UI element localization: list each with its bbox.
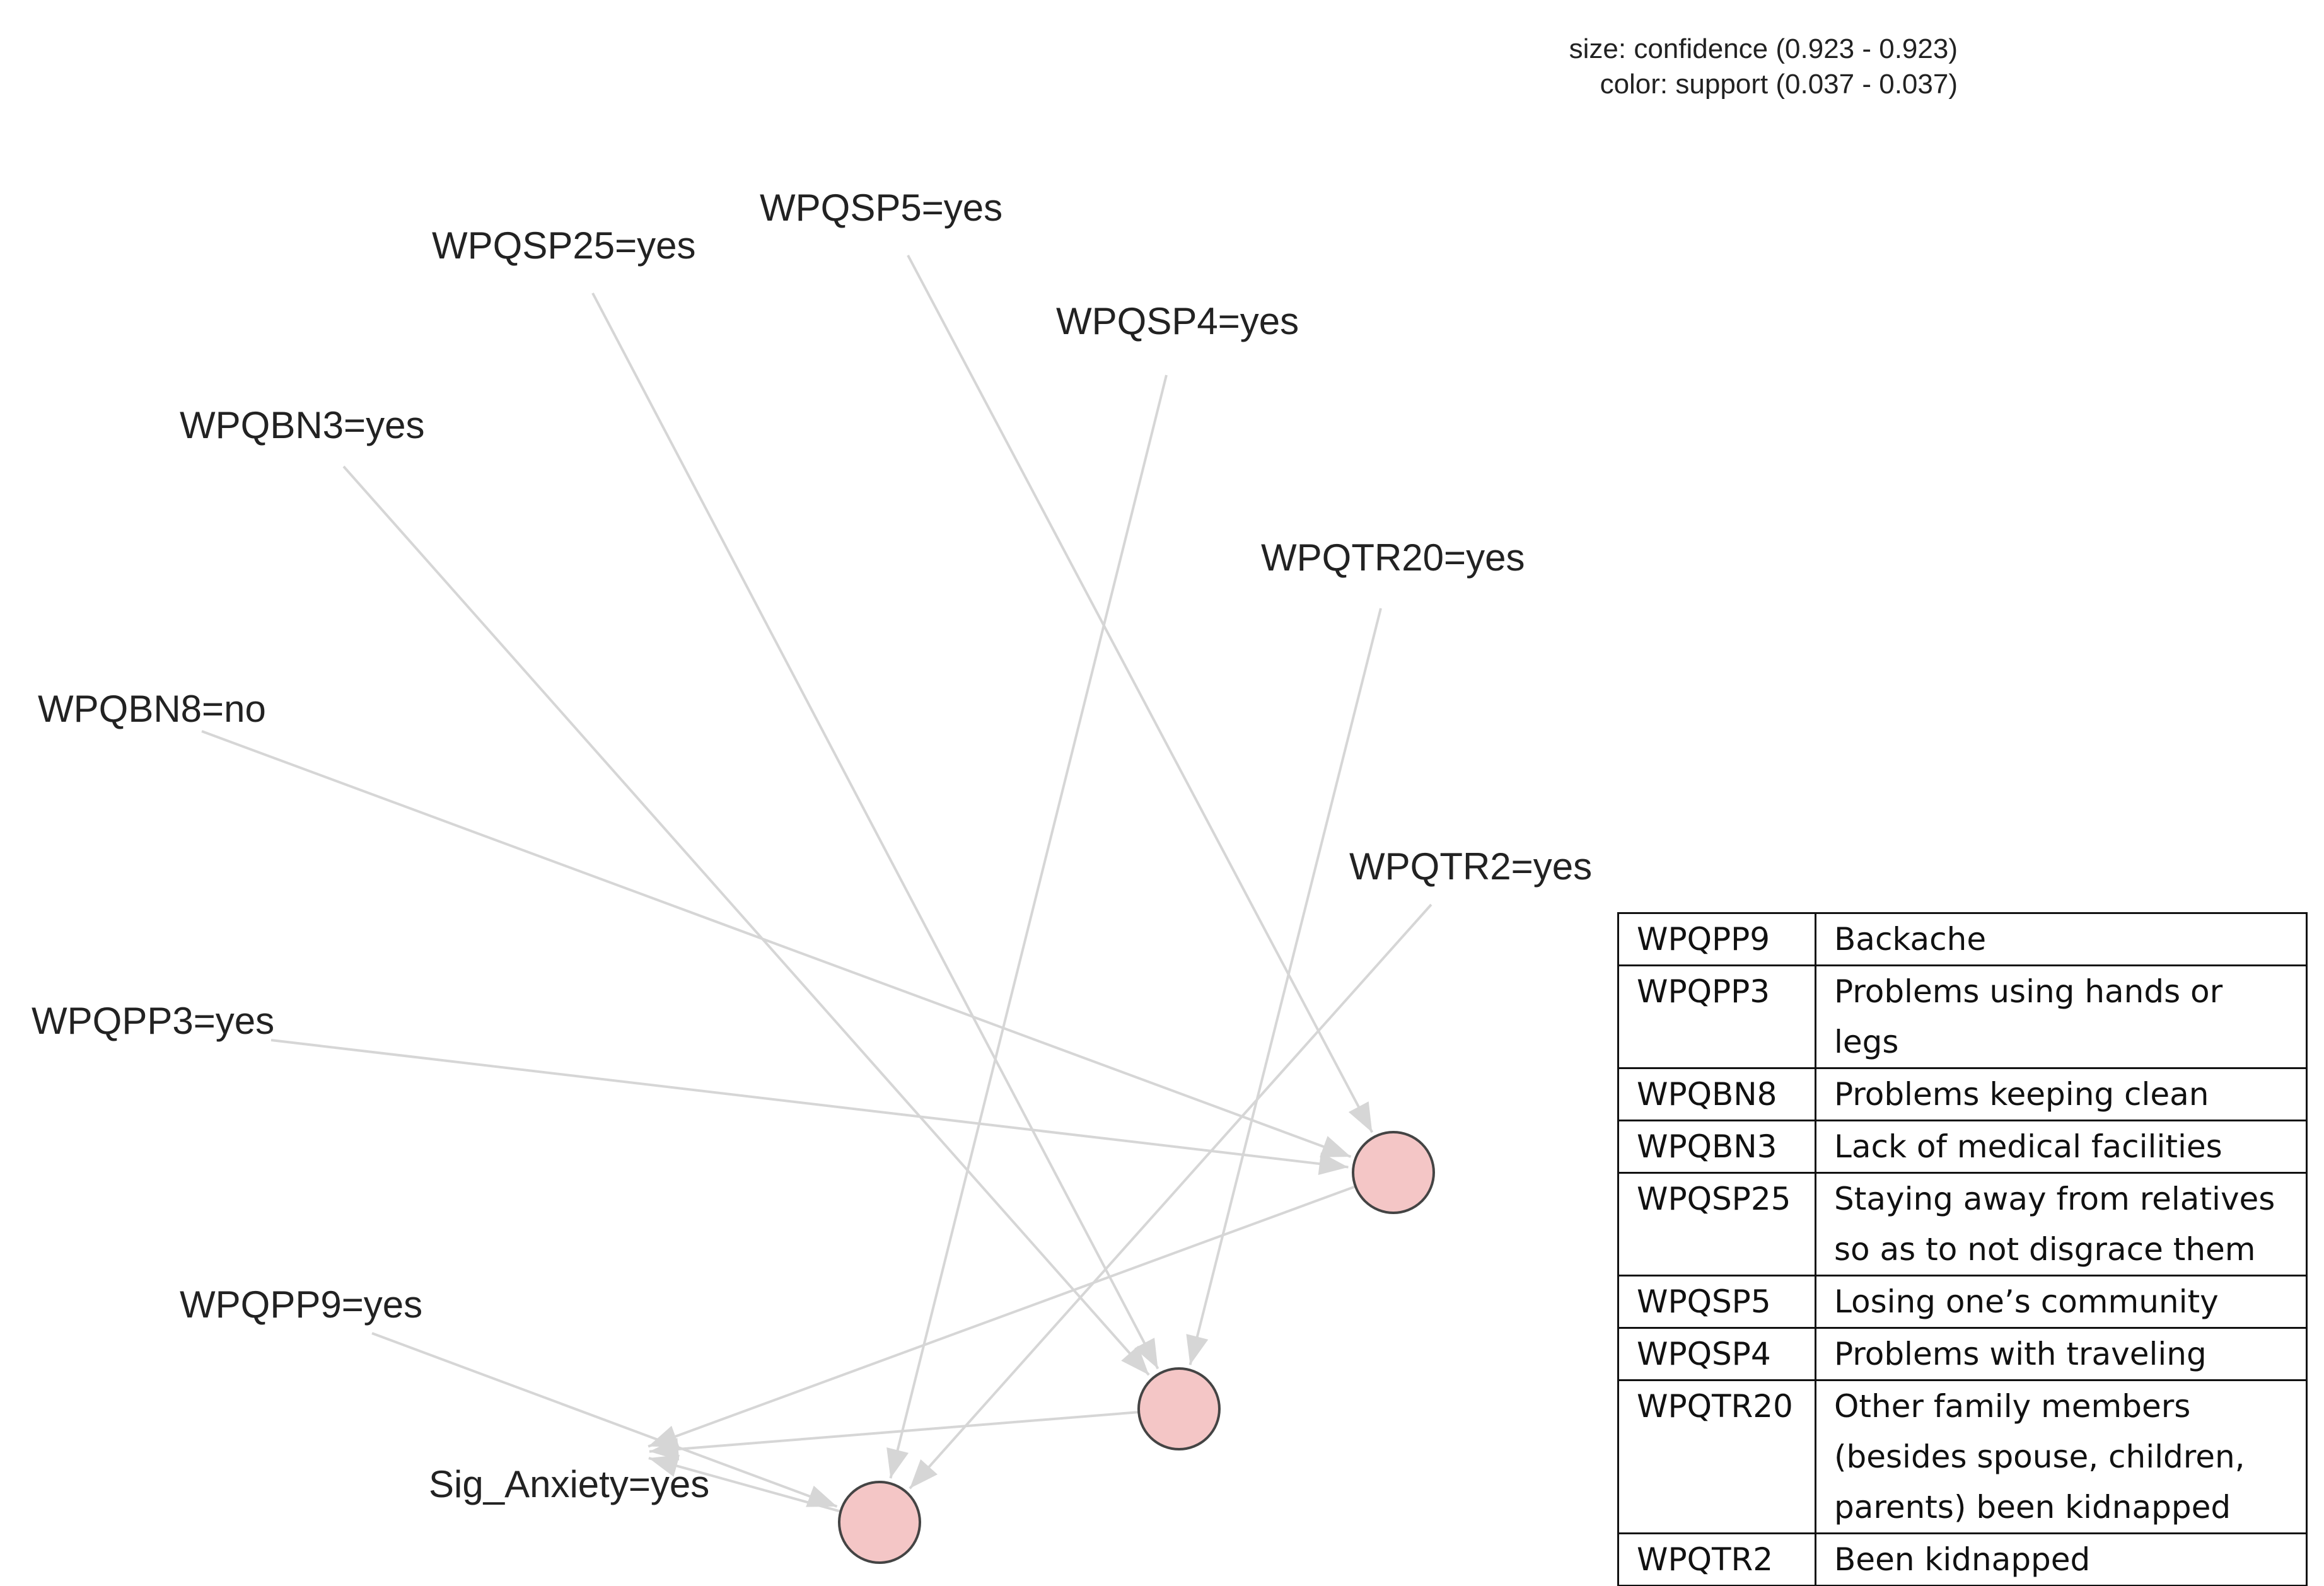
code-cell: WPQTR2 [1617, 1532, 1816, 1586]
description-cell: Been kidnapped [1815, 1532, 2308, 1586]
description-line: so as to not disgrace them [1834, 1231, 2256, 1268]
code-cell: WPQSP5 [1617, 1275, 1816, 1329]
table-row: WPQBN8 Problems keeping clean [1617, 1067, 2308, 1121]
description-line: Problems using hands or [1834, 973, 2223, 1010]
description-line: Losing one’s community [1834, 1283, 2219, 1320]
arrowhead [806, 1485, 837, 1507]
nodes-layer [838, 1131, 1435, 1564]
edge-WPQPP3-to-rule1 [270, 1039, 1349, 1176]
edge-WPQSP4-to-rule3 [886, 374, 1168, 1479]
code-cell: WPQPP3 [1617, 964, 1816, 1069]
description-line: (besides spouse, children, [1834, 1438, 2245, 1475]
edge-WPQSP5-to-rule1 [907, 255, 1374, 1133]
description-line: Lack of medical facilities [1834, 1128, 2222, 1165]
description-line: legs [1834, 1024, 1899, 1060]
table-row: WPQPP3 Problems using hands or legs [1617, 964, 2308, 1069]
description-cell: Problems using hands or legs [1815, 964, 2308, 1069]
description-line: Other family members [1834, 1388, 2191, 1425]
table-row: WPQTR20 Other family members (besides spou… [1617, 1379, 2308, 1534]
node-label-WPQPP3: WPQPP3=yes [32, 1000, 274, 1042]
legend: size: confidence (0.923 - 0.923) color: … [1569, 33, 1958, 100]
rule-node-rule2 [1137, 1367, 1221, 1450]
edge-WPQTR20-to-rule2 [1186, 608, 1382, 1365]
description-cell: Problems keeping clean [1815, 1067, 2308, 1121]
rule-node-rule3 [838, 1481, 921, 1564]
edge-rule3-to-Sig_Anxiety [648, 1455, 841, 1513]
code-cell: WPQPP9 [1617, 912, 1816, 966]
edges-layer [201, 255, 1432, 1513]
edge-WPQTR2-to-rule3 [909, 903, 1432, 1490]
arrowhead [1186, 1334, 1209, 1365]
description-cell: Backache [1815, 912, 2308, 966]
node-label-Sig_Anxiety: Sig_Anxiety=yes [429, 1463, 709, 1505]
node-label-WPQBN3: WPQBN3=yes [180, 404, 424, 446]
arrowhead [1320, 1136, 1351, 1157]
description-cell: Staying away from relatives so as to not … [1815, 1172, 2308, 1276]
table-row: WPQPP9 Backache [1617, 912, 2308, 966]
description-line: Problems keeping clean [1834, 1076, 2209, 1113]
description-cell: Problems with traveling [1815, 1327, 2308, 1381]
legend-color-text: color: support (0.037 - 0.037) [1600, 69, 1958, 100]
code-cell: WPQTR20 [1617, 1379, 1816, 1534]
node-label-WPQTR20: WPQTR20=yes [1261, 536, 1525, 579]
edge-WPQSP25-to-rule2 [591, 292, 1159, 1370]
labels-layer: WPQSP5=yesWPQSP25=yesWPQSP4=yesWPQBN3=ye… [32, 187, 1592, 1505]
node-label-WPQSP4: WPQSP4=yes [1056, 300, 1299, 342]
table-row: WPQSP4 Problems with traveling [1617, 1327, 2308, 1381]
code-cell: WPQSP4 [1617, 1327, 1816, 1381]
node-label-WPQSP25: WPQSP25=yes [432, 224, 696, 267]
table-row: WPQSP5 Losing one’s community [1617, 1275, 2308, 1329]
table-row: WPQBN3 Lack of medical facilities [1617, 1120, 2308, 1174]
arrowhead [649, 1437, 680, 1461]
description-cell: Lack of medical facilities [1815, 1120, 2308, 1174]
node-label-WPQPP9: WPQPP9=yes [180, 1283, 422, 1326]
arrowhead [909, 1459, 938, 1489]
arrowhead [1121, 1345, 1149, 1375]
description-line: parents) been kidnapped [1834, 1489, 2231, 1525]
edge-WPQBN8-to-rule1 [201, 730, 1352, 1158]
arrowhead [1348, 1101, 1373, 1133]
node-label-WPQTR2: WPQTR2=yes [1349, 845, 1592, 888]
table-row: WPQTR2 Been kidnapped [1617, 1532, 2308, 1586]
description-line: Backache [1834, 921, 1987, 958]
legend-size-text: size: confidence (0.923 - 0.923) [1569, 33, 1958, 64]
description-cell: Other family members (besides spouse, chi… [1815, 1379, 2308, 1534]
edge-WPQBN3-to-rule2 [342, 465, 1150, 1376]
description-line: Been kidnapped [1834, 1541, 2091, 1578]
arrowhead [1318, 1152, 1349, 1176]
description-line: Problems with traveling [1834, 1336, 2207, 1372]
description-cell: Losing one’s community [1815, 1275, 2308, 1329]
table-row: WPQSP25 Staying away from relatives so as … [1617, 1172, 2308, 1276]
node-label-WPQSP5: WPQSP5=yes [760, 187, 1002, 229]
arrowhead [886, 1447, 909, 1479]
edge-rule2-to-Sig_Anxiety [649, 1411, 1139, 1461]
arrowhead [648, 1455, 680, 1477]
code-cell: WPQBN3 [1617, 1120, 1816, 1174]
code-cell: WPQBN8 [1617, 1067, 1816, 1121]
arrowhead [1134, 1338, 1158, 1369]
node-label-WPQBN8: WPQBN8=no [38, 688, 266, 730]
rule-node-rule1 [1352, 1131, 1435, 1214]
description-line: Staying away from relatives [1834, 1181, 2275, 1217]
edge-rule1-to-Sig_Anxiety [648, 1185, 1356, 1448]
code-cell: WPQSP25 [1617, 1172, 1816, 1276]
edge-WPQPP9-to-rule3 [371, 1332, 838, 1508]
